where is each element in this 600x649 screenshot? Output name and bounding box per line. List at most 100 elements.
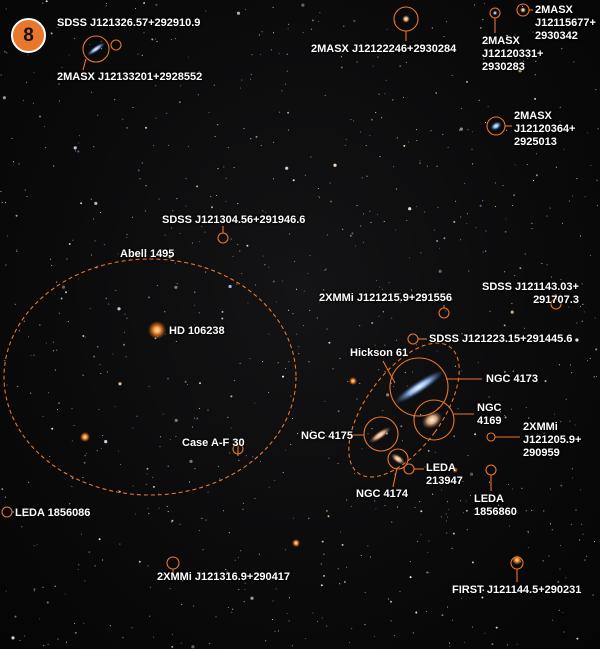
background-star (84, 580, 86, 582)
background-star (209, 333, 212, 336)
background-star (187, 146, 189, 148)
background-star (268, 333, 270, 335)
background-star (201, 226, 203, 228)
background-star (155, 85, 157, 87)
background-star (589, 357, 591, 360)
background-star (482, 200, 484, 202)
background-star (550, 276, 553, 278)
background-star (503, 380, 505, 382)
background-star (337, 568, 339, 570)
background-star (12, 161, 15, 163)
background-star (393, 385, 395, 388)
background-star (440, 516, 442, 518)
background-star (135, 513, 137, 515)
background-star (47, 643, 49, 645)
background-star (1, 201, 3, 203)
background-star (339, 357, 341, 359)
background-star (494, 182, 496, 184)
background-star (387, 598, 390, 600)
background-star (152, 485, 155, 488)
background-star (571, 468, 573, 470)
background-star (122, 637, 124, 639)
label-leda-1856086: LEDA 1856086 (15, 507, 91, 519)
background-star (526, 164, 528, 166)
background-star (569, 364, 571, 366)
background-star (394, 21, 396, 23)
background-star (585, 555, 588, 557)
background-star (26, 195, 28, 198)
background-star (396, 188, 398, 190)
background-star (245, 578, 247, 580)
background-star (354, 245, 357, 247)
background-star (420, 252, 422, 254)
background-star (114, 99, 116, 101)
background-star (571, 477, 574, 479)
background-star (467, 129, 469, 131)
background-star (65, 641, 67, 643)
background-star (26, 81, 28, 83)
background-star (231, 611, 233, 613)
background-star (259, 460, 262, 462)
background-star (409, 576, 412, 579)
background-star (292, 313, 294, 315)
background-star (461, 370, 463, 372)
background-star (590, 164, 592, 167)
background-star (147, 507, 149, 509)
background-star (132, 427, 134, 429)
background-star (356, 205, 358, 207)
background-star (42, 586, 44, 588)
background-star (187, 56, 190, 58)
background-star (340, 56, 342, 58)
background-star (2, 96, 6, 100)
background-star (275, 301, 277, 303)
background-star (0, 74, 2, 76)
background-star (217, 124, 219, 126)
background-star (73, 37, 76, 40)
background-star (98, 538, 101, 541)
background-star (426, 165, 428, 167)
background-star (250, 138, 252, 140)
background-star (236, 11, 241, 15)
background-star (153, 145, 155, 147)
background-star (574, 302, 576, 304)
background-star (506, 129, 508, 131)
background-star (82, 335, 85, 337)
background-star (5, 202, 7, 204)
background-star (396, 137, 398, 139)
background-star (51, 264, 53, 266)
background-star (337, 463, 339, 465)
background-star (342, 228, 344, 230)
background-star (516, 643, 518, 645)
background-star (169, 438, 171, 440)
background-star (449, 645, 451, 647)
background-star (511, 204, 514, 207)
background-star (188, 481, 191, 483)
background-star (433, 229, 435, 231)
background-star (346, 499, 348, 501)
background-star (532, 180, 535, 182)
background-star (399, 591, 401, 593)
background-star (199, 382, 201, 385)
background-star (349, 234, 352, 237)
background-star (559, 545, 562, 547)
background-star (237, 203, 239, 205)
background-star (33, 588, 36, 591)
background-star (119, 543, 121, 545)
background-star (175, 340, 177, 342)
background-star (272, 6, 274, 8)
background-star (15, 214, 18, 217)
background-star (565, 577, 567, 579)
background-star (43, 645, 45, 647)
background-star (139, 178, 141, 180)
background-star (447, 516, 449, 518)
background-star (98, 409, 100, 411)
background-star (428, 572, 430, 574)
background-star (496, 288, 498, 290)
background-star (562, 611, 564, 614)
background-star (291, 645, 293, 647)
background-star (74, 623, 76, 625)
background-star (78, 564, 80, 566)
background-star (364, 591, 366, 593)
background-star (404, 371, 406, 374)
background-star (285, 166, 289, 170)
